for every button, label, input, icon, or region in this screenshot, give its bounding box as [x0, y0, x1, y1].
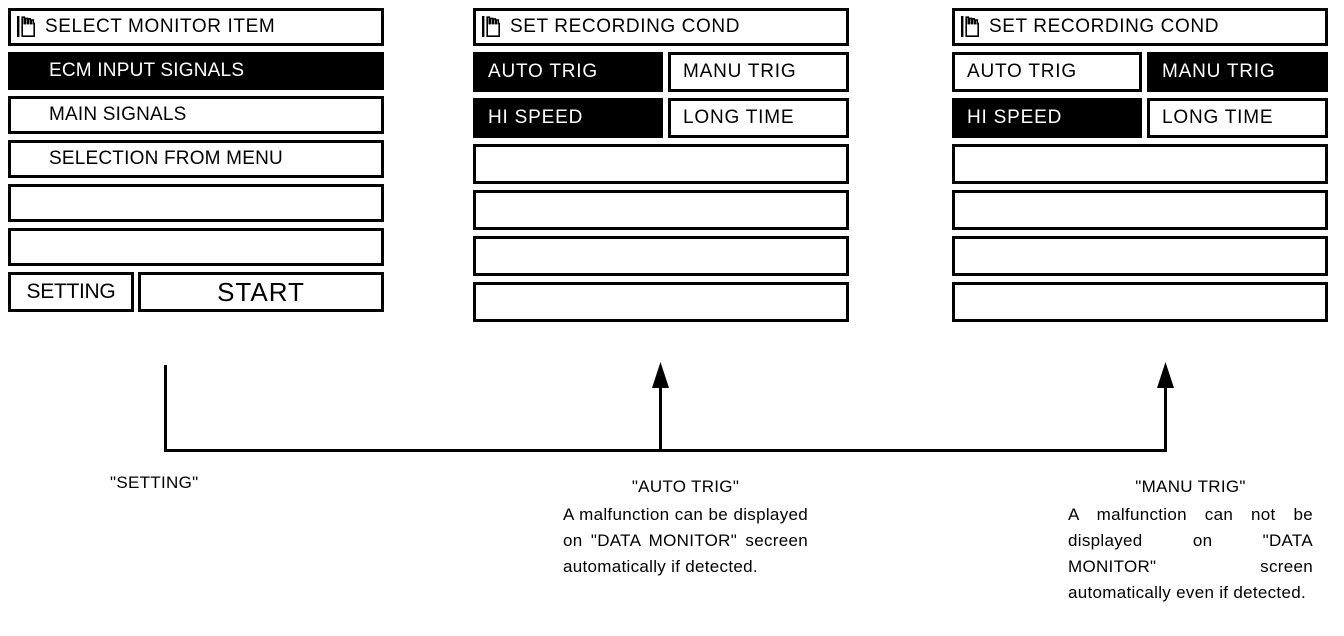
hand-pointing-icon — [17, 16, 35, 37]
long-time-label: LONG TIME — [683, 107, 795, 128]
panel-set-recording-cond-manu: SET RECORDING COND AUTO TRIG MANU TRIG H… — [952, 8, 1328, 328]
panel2-trigger-row: AUTO TRIG MANU TRIG — [473, 52, 849, 92]
menu-item-blank-1[interactable] — [8, 184, 384, 222]
start-button[interactable]: START — [138, 272, 384, 312]
manu-trig-label: MANU TRIG — [683, 61, 797, 82]
caption-setting-title: "SETTING" — [110, 473, 199, 492]
panel3-header: SET RECORDING COND — [952, 8, 1328, 46]
menu-item-blank-2[interactable] — [8, 228, 384, 266]
panel2-header: SET RECORDING COND — [473, 8, 849, 46]
menu-item-label: MAIN SIGNALS — [49, 104, 187, 125]
panel2-header-title: SET RECORDING COND — [510, 16, 741, 37]
manu-trig-button[interactable]: MANU TRIG — [668, 52, 849, 92]
long-time-button[interactable]: LONG TIME — [668, 98, 849, 138]
panel3-trigger-row: AUTO TRIG MANU TRIG — [952, 52, 1328, 92]
panel2-blank-row-2[interactable] — [473, 190, 849, 230]
panel3-blank-row-2[interactable] — [952, 190, 1328, 230]
panel2-blank-row-1[interactable] — [473, 144, 849, 184]
hand-pointing-icon — [961, 16, 979, 37]
menu-item-main-signals[interactable]: MAIN SIGNALS — [8, 96, 384, 134]
arrowhead-manu-trig — [1157, 362, 1174, 388]
caption-auto-trig: "AUTO TRIG" A malfunction can be display… — [563, 474, 808, 580]
caption-auto-trig-body: A malfunction can be displayed on "DATA … — [563, 505, 808, 576]
hand-pointing-icon — [482, 16, 500, 37]
panel3-blank-row-4[interactable] — [952, 282, 1328, 322]
caption-auto-trig-title: "AUTO TRIG" — [631, 477, 740, 496]
setting-button[interactable]: SETTING — [8, 272, 134, 312]
manu-trig-label: MANU TRIG — [1162, 61, 1276, 82]
menu-item-label: SELECTION FROM MENU — [49, 148, 283, 169]
panel1-header-title: SELECT MONITOR ITEM — [45, 16, 276, 37]
panel3-header-title: SET RECORDING COND — [989, 16, 1220, 37]
panel-set-recording-cond-auto: SET RECORDING COND AUTO TRIG MANU TRIG H… — [473, 8, 849, 328]
panel2-speed-row: HI SPEED LONG TIME — [473, 98, 849, 138]
panel3-speed-row: HI SPEED LONG TIME — [952, 98, 1328, 138]
auto-trig-label: AUTO TRIG — [967, 61, 1077, 82]
hi-speed-label: HI SPEED — [488, 107, 584, 128]
caption-manu-trig-title: "MANU TRIG" — [1135, 477, 1246, 496]
panel1-action-row: SETTING START — [8, 272, 384, 312]
caption-setting: "SETTING" — [110, 470, 198, 498]
panel1-header: SELECT MONITOR ITEM — [8, 8, 384, 46]
long-time-button[interactable]: LONG TIME — [1147, 98, 1328, 138]
setting-button-label: SETTING — [26, 280, 116, 303]
panel2-blank-row-4[interactable] — [473, 282, 849, 322]
panel-select-monitor-item: SELECT MONITOR ITEM ECM INPUT SIGNALS MA… — [8, 8, 384, 312]
menu-item-label: ECM INPUT SIGNALS — [49, 60, 245, 81]
caption-manu-trig: "MANU TRIG" A malfunction can not be dis… — [1068, 474, 1313, 606]
menu-item-ecm-input-signals[interactable]: ECM INPUT SIGNALS — [8, 52, 384, 90]
panel2-blank-row-3[interactable] — [473, 236, 849, 276]
manu-trig-button[interactable]: MANU TRIG — [1147, 52, 1328, 92]
hi-speed-button[interactable]: HI SPEED — [952, 98, 1142, 138]
auto-trig-label: AUTO TRIG — [488, 61, 598, 82]
panel3-blank-row-1[interactable] — [952, 144, 1328, 184]
hi-speed-button[interactable]: HI SPEED — [473, 98, 663, 138]
auto-trig-button[interactable]: AUTO TRIG — [473, 52, 663, 92]
arrowhead-auto-trig — [652, 362, 669, 388]
long-time-label: LONG TIME — [1162, 107, 1274, 128]
auto-trig-button[interactable]: AUTO TRIG — [952, 52, 1142, 92]
hi-speed-label: HI SPEED — [967, 107, 1063, 128]
panel3-blank-row-3[interactable] — [952, 236, 1328, 276]
menu-item-selection-from-menu[interactable]: SELECTION FROM MENU — [8, 140, 384, 178]
start-button-label: START — [217, 276, 305, 307]
caption-manu-trig-body: A malfunction can not be displayed on "D… — [1068, 505, 1313, 602]
